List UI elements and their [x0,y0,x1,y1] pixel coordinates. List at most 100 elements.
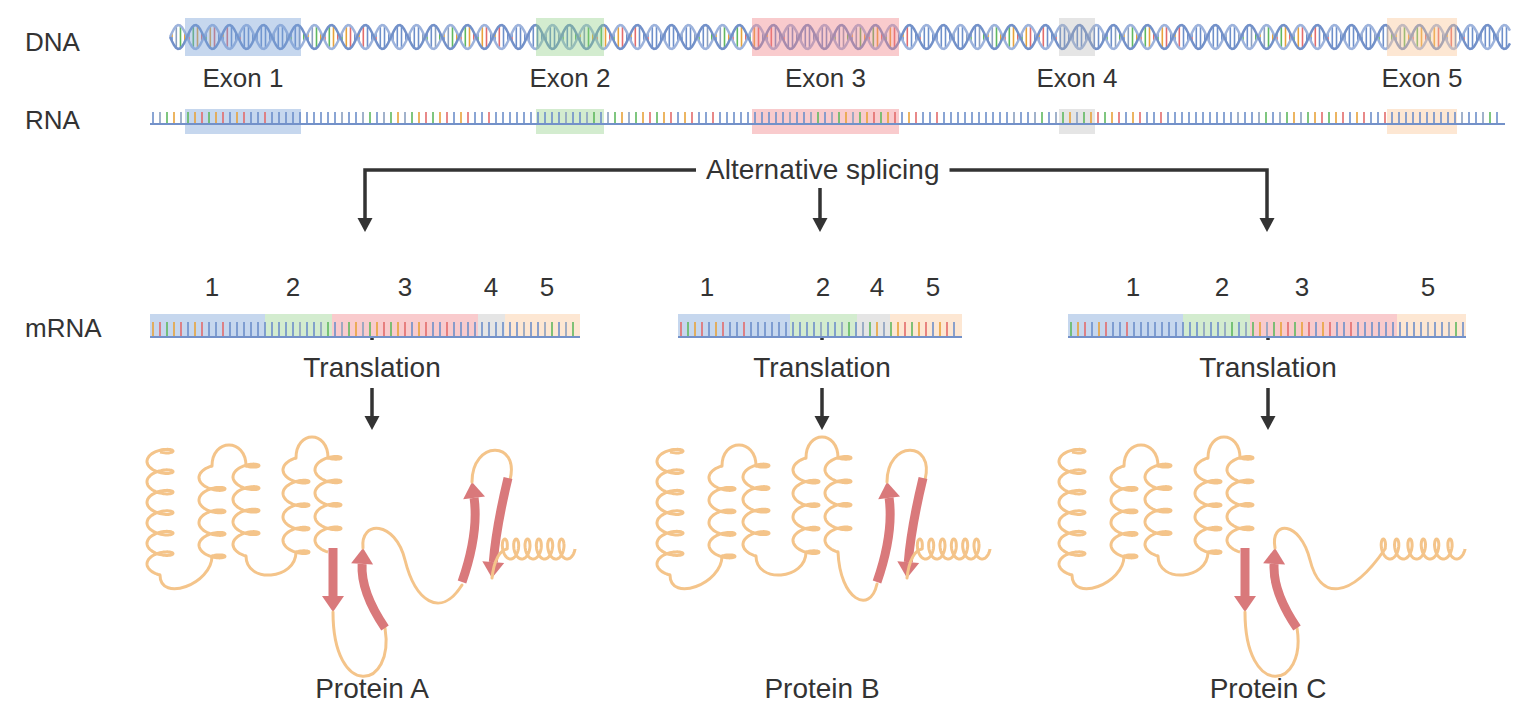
nucleotide-tick [537,112,539,124]
exon-segment [265,314,332,338]
nucleotide-tick [516,322,518,338]
nucleotide-tick [1195,112,1197,124]
nucleotide-tick [1217,322,1219,338]
nucleotide-tick [1125,112,1127,124]
nucleotide-tick [932,322,934,338]
nucleotide-tick [187,322,189,338]
protein-loop [670,556,722,589]
nucleotide-tick [1426,112,1428,124]
nucleotide-tick [656,112,658,124]
nucleotide-tick [572,322,574,338]
nucleotide-tick [768,112,770,124]
nucleotide-tick [614,112,616,124]
nucleotide-tick [827,322,829,338]
nucleotide-tick [1112,322,1114,338]
nucleotide-tick [985,112,987,124]
nucleotide-tick [764,322,766,338]
nucleotide-tick [1133,322,1135,338]
nucleotide-tick [593,112,595,124]
nucleotide-tick [152,112,154,124]
protein-loop [1072,556,1124,589]
connector-arrow [813,188,828,232]
nucleotide-tick [1104,112,1106,124]
nucleotide-tick [425,322,427,338]
nucleotide-tick [852,112,854,124]
protein-loop [756,552,806,575]
nucleotide-tick [530,322,532,338]
exon-segment [1183,314,1250,338]
nucleotide-tick [1370,112,1372,124]
nucleotide-tick [1391,112,1393,124]
nucleotide-tick [929,112,931,124]
nucleotide-tick [1475,112,1477,124]
beta-strand-head [463,482,485,499]
nucleotide-tick [1168,322,1170,338]
beta-strand-head [322,596,344,612]
nucleotide-tick [432,322,434,338]
connector-label: Translation [747,340,896,388]
nucleotide-tick [1378,322,1380,338]
nucleotide-tick [1174,112,1176,124]
nucleotide-tick [1357,322,1359,338]
exon-number: 5 [1421,272,1435,302]
nucleotide-tick [1322,322,1324,338]
protein-loop [296,437,328,458]
nucleotide-tick [397,322,399,338]
nucleotide-tick [292,112,294,124]
mrna-backbone [1068,336,1466,338]
nucleotide-tick [1230,112,1232,124]
nucleotide-tick [208,112,210,124]
nucleotide-tick [1420,322,1422,338]
nucleotide-tick [1328,112,1330,124]
nucleotide-tick [1307,112,1309,124]
protein-loop [363,528,462,603]
protein-loop [838,552,877,600]
nucleotide-tick [782,112,784,124]
nucleotide-tick [880,112,882,124]
nucleotide-tick [1132,112,1134,124]
nucleotide-tick [383,322,385,338]
nucleotide-tick [1363,112,1365,124]
nucleotide-tick [1251,112,1253,124]
nucleotide-tick [1301,322,1303,338]
nucleotide-tick [1462,322,1464,338]
connector-line [818,188,822,218]
nucleotide-tick [495,322,497,338]
nucleotide-tick [551,322,553,338]
nucleotide-tick [474,112,476,124]
exon-number: 4 [484,272,498,302]
nucleotide-tick [642,112,644,124]
nucleotide-tick [999,112,1001,124]
exon-label: Exon 4 [1037,63,1118,93]
nucleotide-tick [1216,112,1218,124]
axis-label: mRNA [25,313,102,343]
nucleotide-tick [1062,112,1064,124]
arrow-head [365,416,380,430]
nucleotide-tick [922,112,924,124]
rna-exon-band [752,109,899,134]
alpha-helix [1381,539,1465,559]
nucleotide-tick [1315,322,1317,338]
exon-number: 3 [1295,272,1309,302]
nucleotide-tick [1377,112,1379,124]
nucleotide-tick [1419,112,1421,124]
nucleotide-tick [950,112,952,124]
nucleotide-tick [1349,112,1351,124]
nucleotide-tick [1244,112,1246,124]
nucleotide-tick [362,112,364,124]
nucleotide-tick [222,322,224,338]
mrna-strand [1068,314,1466,338]
nucleotide-tick [1398,112,1400,124]
nucleotide-tick [1181,112,1183,124]
nucleotide-tick [1182,322,1184,338]
axis-label: RNA [25,105,80,135]
nucleotide-tick [1231,322,1233,338]
arrow-head [815,416,830,430]
nucleotide-tick [502,322,504,338]
nucleotide-tick [915,112,917,124]
nucleotide-tick [215,322,217,338]
nucleotide-tick [1055,112,1057,124]
nucleotide-tick [474,322,476,338]
nucleotide-tick [1356,112,1358,124]
exon-label: Exon 1 [203,63,284,93]
